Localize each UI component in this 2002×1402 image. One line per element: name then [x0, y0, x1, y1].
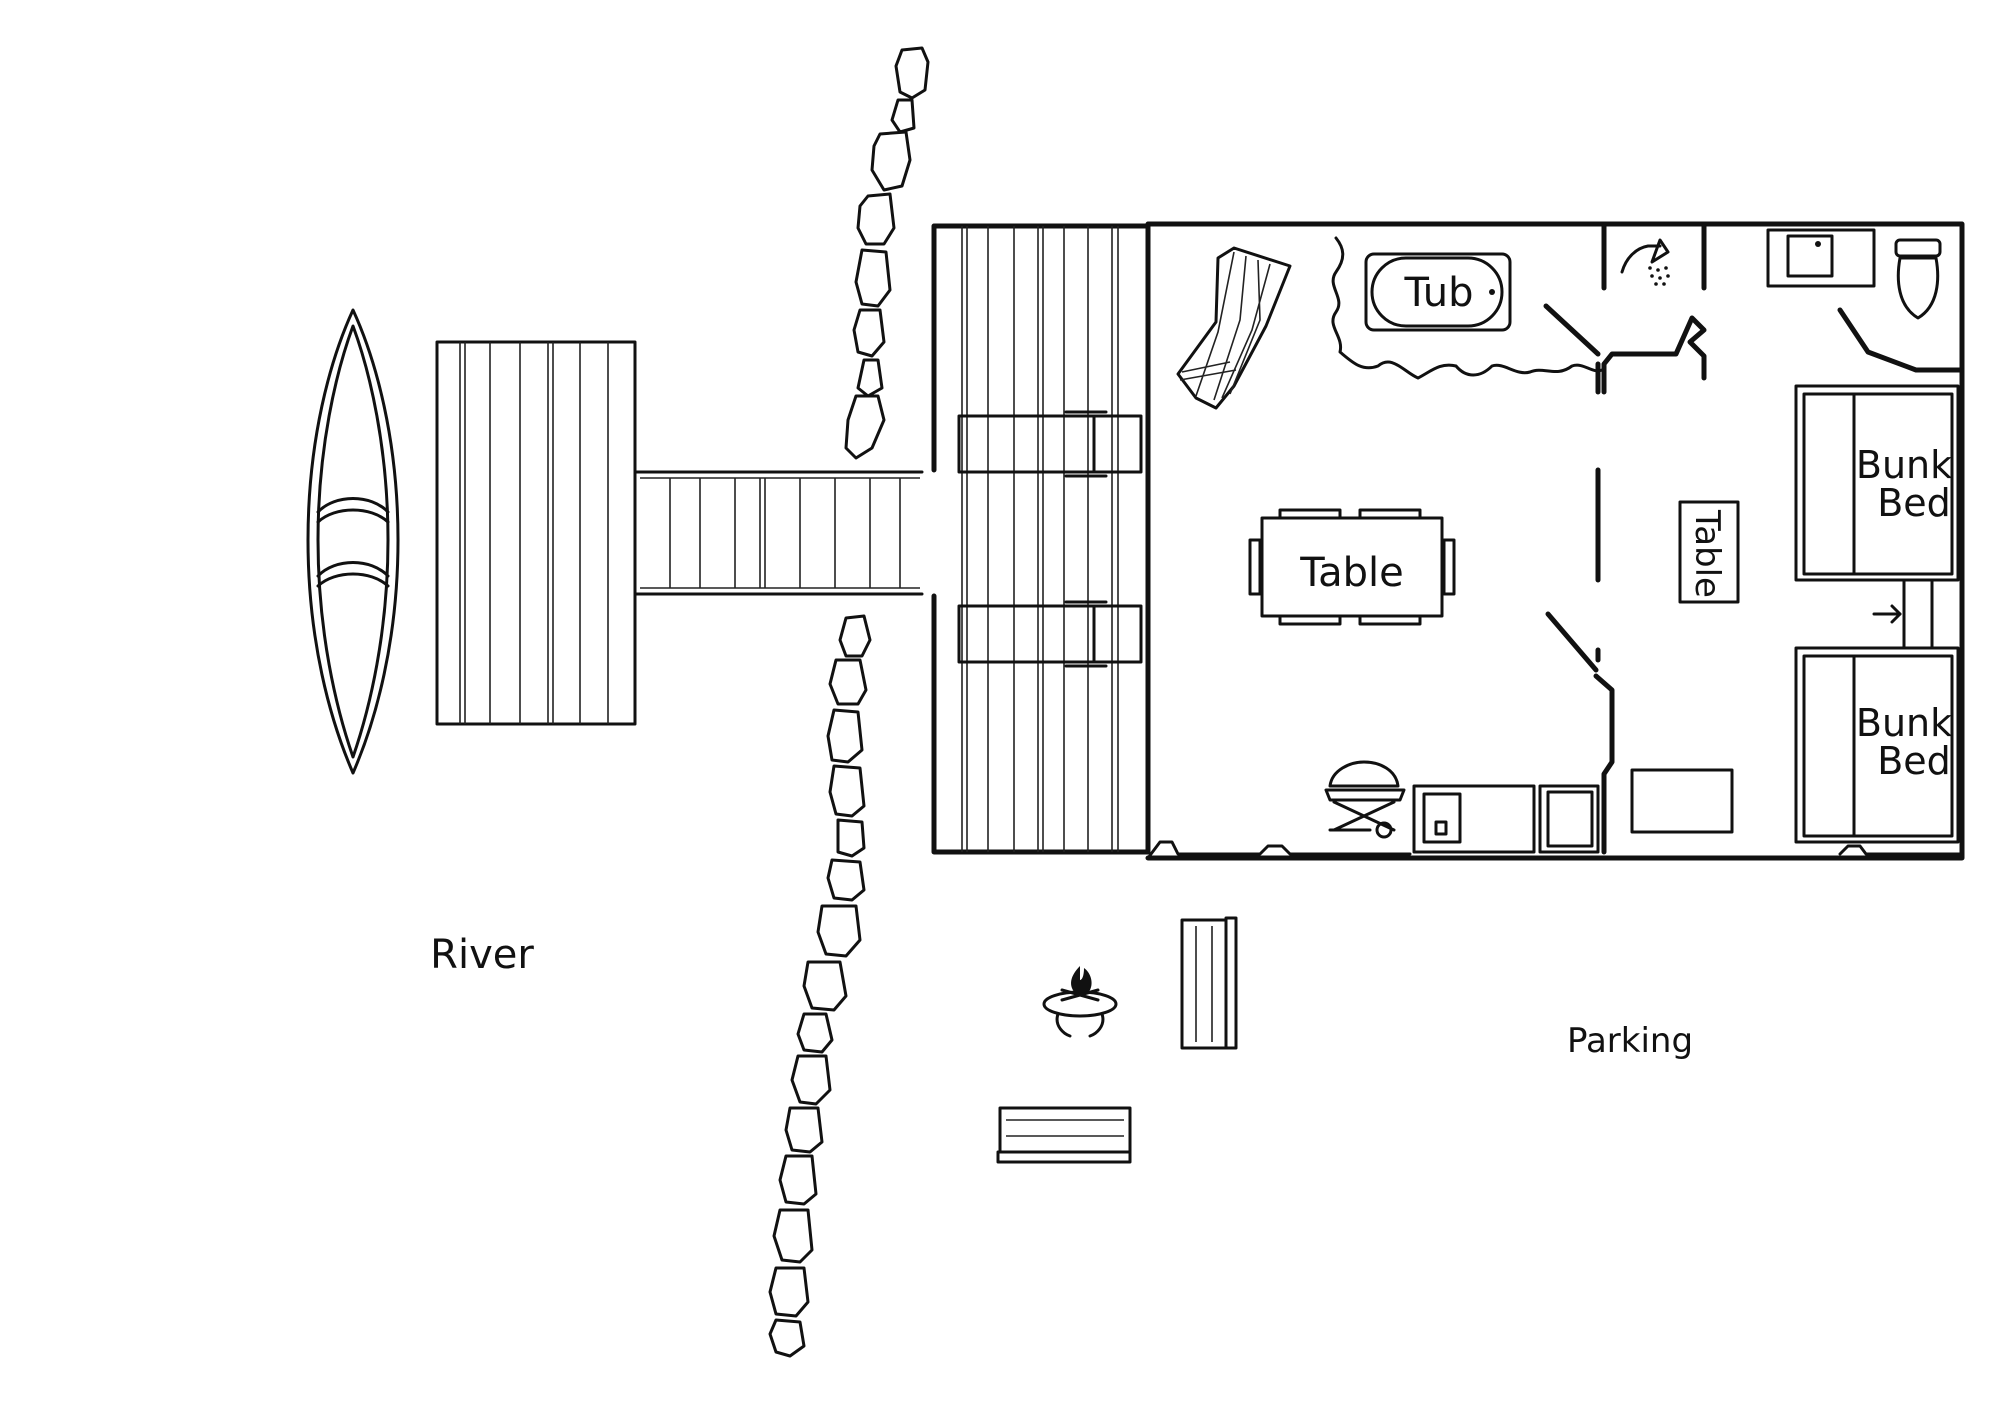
- dining-table: Table: [1248, 508, 1456, 626]
- toilet-icon: [1894, 238, 1942, 320]
- deck: [931, 223, 1151, 855]
- walkway: [633, 470, 924, 596]
- dock-platform: [435, 340, 637, 726]
- lounge-chair-icon: [957, 600, 1143, 668]
- cabin-walls: [1145, 221, 1965, 861]
- bunk-bed-1: Bunk Bed: [1794, 384, 1960, 582]
- ladder: [1872, 578, 1934, 650]
- parking-label: Parking: [1567, 1021, 1693, 1061]
- bench-icon: [1180, 916, 1238, 1050]
- tub-label: Tub: [1403, 270, 1473, 316]
- side-table: Table: [1678, 500, 1740, 604]
- bathtub-icon: [1331, 236, 1604, 380]
- bunk-bed-label: Bunk: [1856, 443, 1952, 487]
- kitchen-counter: [1412, 768, 1734, 854]
- lounge-chair-icon: [957, 410, 1143, 478]
- bunk-bed-label: Bed: [1877, 739, 1951, 783]
- river-label: River: [430, 932, 534, 978]
- canoe-icon: [306, 308, 400, 775]
- sink-icon: [1766, 228, 1876, 288]
- side-table-label: Table: [1687, 509, 1727, 598]
- bench-icon: [996, 1106, 1132, 1164]
- rock-wall-south: [768, 614, 872, 1358]
- shower-icon: [1620, 238, 1670, 286]
- rock-wall-north: [844, 46, 930, 460]
- bunk-bed-label: Bunk: [1856, 701, 1952, 745]
- bunk-bed-label: Bed: [1877, 481, 1951, 525]
- bbq-grill-icon: [1324, 760, 1406, 839]
- hammock-icon: [1176, 246, 1292, 410]
- fire-pit-icon: [1042, 966, 1118, 1038]
- table-label: Table: [1299, 550, 1403, 596]
- bunk-bed-2: Bunk Bed: [1794, 646, 1960, 844]
